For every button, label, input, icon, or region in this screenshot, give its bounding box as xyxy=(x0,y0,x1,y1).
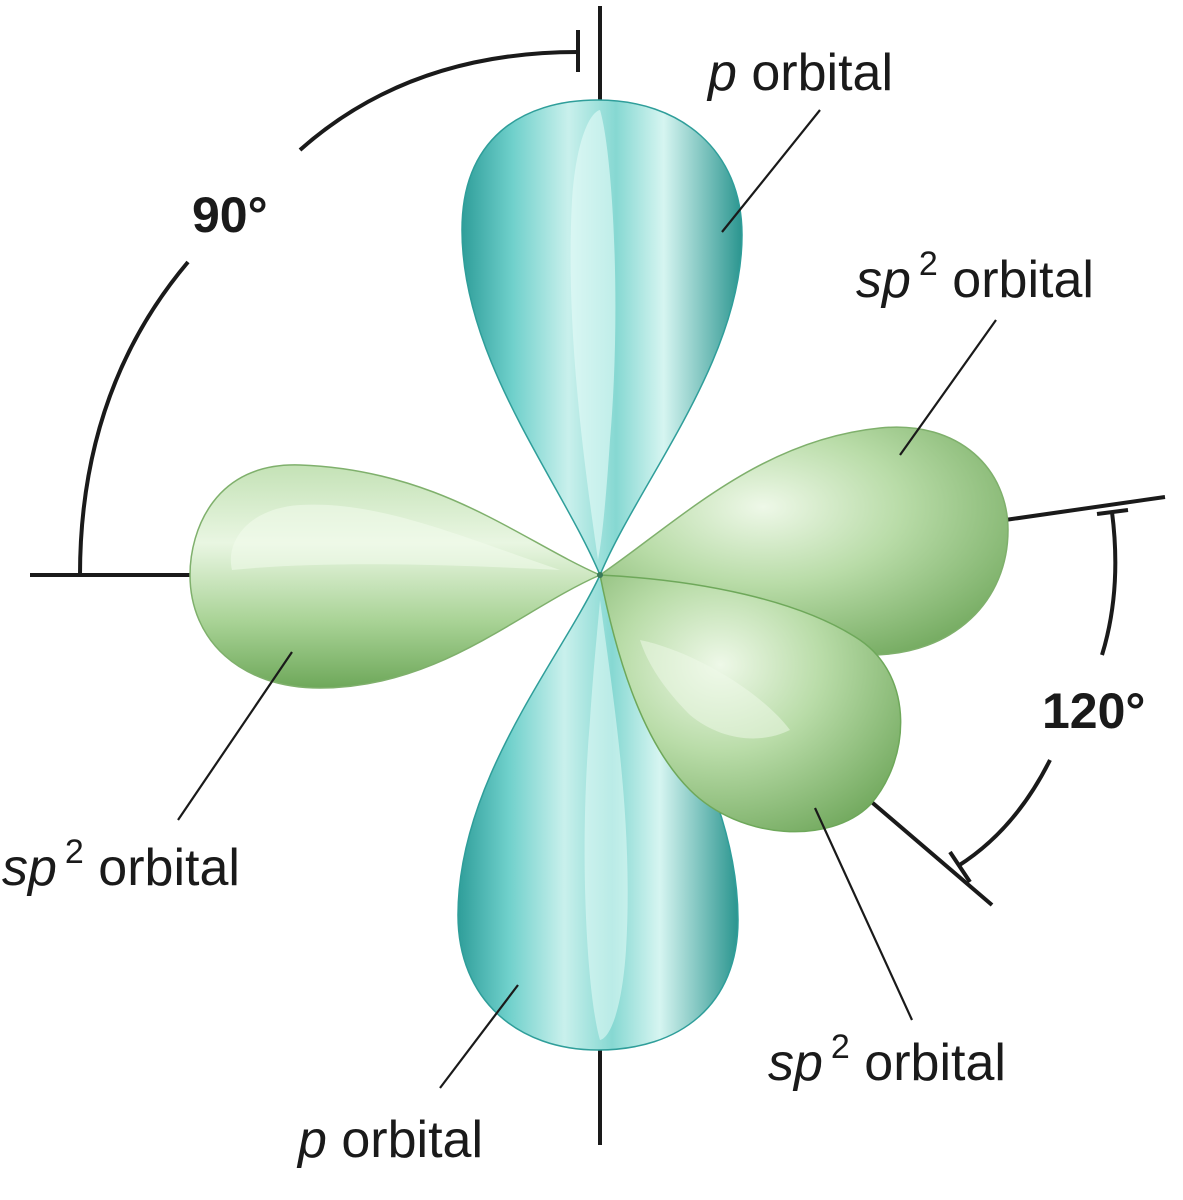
leader-sp2-left xyxy=(177,651,293,821)
label-p-orbital-bottom: p orbital xyxy=(296,1111,483,1169)
leader-p-bottom xyxy=(439,984,519,1089)
label-p-orbital-top: p orbital xyxy=(706,44,893,102)
leader-sp2-lower xyxy=(813,807,914,1021)
angle-90-label: 90° xyxy=(192,187,268,243)
sp2-axis-right xyxy=(1004,495,1166,522)
arc-120-lower xyxy=(956,759,1052,868)
arc-120-tick-top xyxy=(1096,508,1129,516)
sp2-orbital-left-lobe xyxy=(189,464,602,689)
leader-p-top xyxy=(721,109,821,233)
angle-120-label: 120° xyxy=(1042,683,1145,739)
sp2-orbital-left-highlight xyxy=(230,504,561,570)
leader-sp2-right xyxy=(899,319,997,456)
arc-90-lower xyxy=(78,260,190,576)
arc-120-upper xyxy=(1100,511,1118,656)
nucleus-point xyxy=(597,572,603,578)
arc-120-tick-bottom xyxy=(948,850,972,884)
p-orbital-bottom-sheen xyxy=(584,600,628,1040)
p-orbital-top-sheen xyxy=(570,110,616,560)
arc-90 xyxy=(298,50,579,152)
sp2-orbital-lower-right-highlight xyxy=(640,640,790,739)
